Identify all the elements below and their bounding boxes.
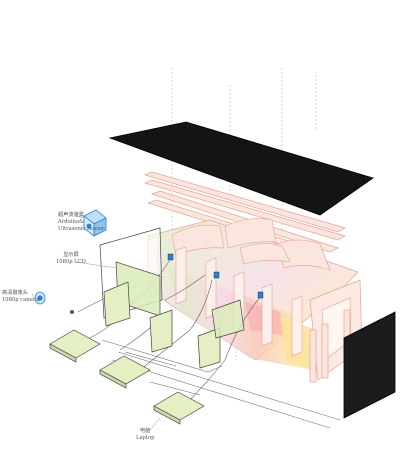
camera-mount [70, 310, 74, 314]
sensor-label-en1: Arduino& [58, 218, 84, 225]
sensor-label-en2: Ultrasonic sensor [58, 225, 105, 232]
side-screen [343, 311, 396, 419]
laptop-label-en: Laptop [136, 434, 155, 441]
lcd-display [103, 281, 131, 327]
sensor-unit [213, 271, 220, 279]
cable [164, 274, 206, 301]
lcd-display [149, 309, 173, 353]
lcd-display [197, 327, 221, 369]
camera-detail-icon [34, 291, 46, 305]
frame-bar [143, 179, 346, 241]
sensor-detail-icon [83, 209, 107, 237]
ceiling-panel [224, 218, 277, 249]
sensor-label: 超声波装置 Arduino& Ultrasonic sensor [58, 212, 104, 232]
leader-lines [31, 215, 161, 431]
laptop [99, 355, 151, 389]
laptop-label-zh: 电脑 [140, 428, 151, 434]
lcd-display [211, 299, 245, 339]
ceiling-panel [276, 239, 331, 271]
ultrasonic-sensors [167, 253, 264, 299]
laptop [49, 329, 101, 363]
sensor-unit [167, 253, 174, 261]
display-label-en: 1080p LCD [56, 258, 86, 265]
frame-bar [143, 171, 346, 233]
camera-label-en: 1080p camera [2, 296, 40, 303]
sensor-unit [257, 291, 264, 299]
partition-wall [291, 295, 303, 357]
laptop [153, 391, 205, 425]
display-label-zh: 显示屏 [63, 252, 79, 258]
leader-line [149, 417, 161, 431]
post [321, 323, 329, 379]
post [309, 329, 317, 383]
cable [184, 294, 263, 406]
cable [149, 381, 201, 396]
sensor-label-zh: 超声波装置 [58, 212, 84, 218]
ceiling-panel [239, 243, 291, 265]
leader-line [31, 293, 35, 299]
cable [139, 279, 213, 371]
display-label: 显示屏 1080p LCD [56, 252, 86, 266]
lcd-displays [103, 261, 245, 369]
camera-label-zh: 高清摄像头 [2, 290, 28, 296]
cable [124, 351, 177, 367]
leader-line [75, 261, 117, 269]
partition-wall [261, 283, 273, 347]
camera-label: 高清摄像头 1080p camera [2, 290, 40, 304]
partition-wall [175, 246, 187, 305]
laptop-label: 电脑 Laptop [136, 428, 154, 442]
floor-rail [117, 351, 341, 421]
leader-line [75, 215, 85, 219]
floor-rail [101, 339, 223, 373]
laptops [49, 329, 205, 425]
roof-panel [108, 121, 374, 216]
